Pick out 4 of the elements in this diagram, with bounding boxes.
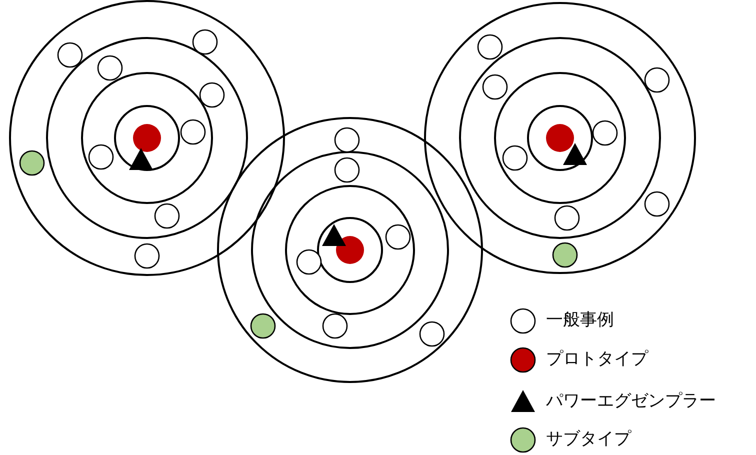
legend-label: プロトタイプ <box>546 349 648 369</box>
legend-label: サブタイプ <box>546 429 631 449</box>
legend-label: 一般事例 <box>546 310 614 330</box>
legend-label: パワーエグゼンプラー <box>546 391 716 411</box>
